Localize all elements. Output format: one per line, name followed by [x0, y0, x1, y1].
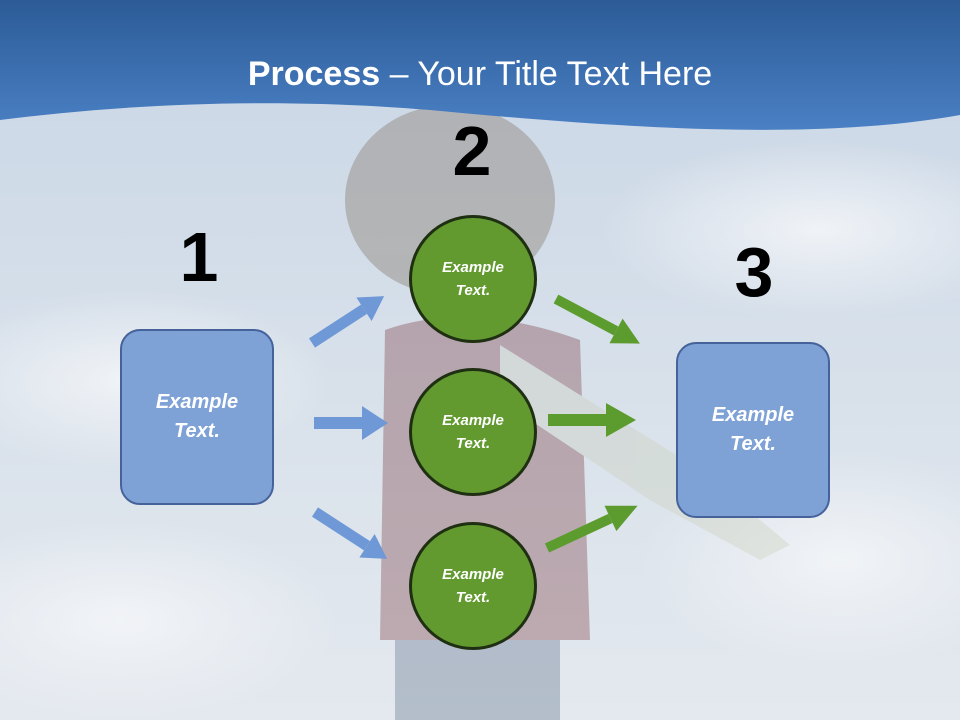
- circle-bottom-line2: Text.: [455, 589, 491, 606]
- circle-bottom-line1: Example: [442, 566, 504, 583]
- left-box: Example Text.: [120, 329, 274, 505]
- step-number-3: 3: [734, 233, 774, 311]
- circle-bottom: Example Text.: [409, 522, 537, 650]
- circle-middle-line2: Text.: [455, 435, 491, 452]
- step-number-1: 1: [179, 218, 219, 296]
- circle-top-line2: Text.: [455, 282, 491, 299]
- step-number-2: 2: [452, 112, 492, 190]
- right-box-line2: Text.: [730, 433, 776, 455]
- circle-middle-line1: Example: [442, 412, 504, 429]
- left-box-line2: Text.: [174, 420, 220, 442]
- right-box-line1: Example: [711, 404, 795, 426]
- left-box-line1: Example: [155, 391, 239, 413]
- circle-middle: Example Text.: [409, 368, 537, 496]
- title-rest: – Your Title Text Here: [380, 55, 713, 93]
- circle-top: Example Text.: [409, 215, 537, 343]
- right-box: Example Text.: [676, 342, 830, 518]
- slide-title: Process – Your Title Text Here: [0, 52, 960, 96]
- title-bold: Process: [247, 55, 381, 93]
- circle-top-line1: Example: [442, 259, 504, 276]
